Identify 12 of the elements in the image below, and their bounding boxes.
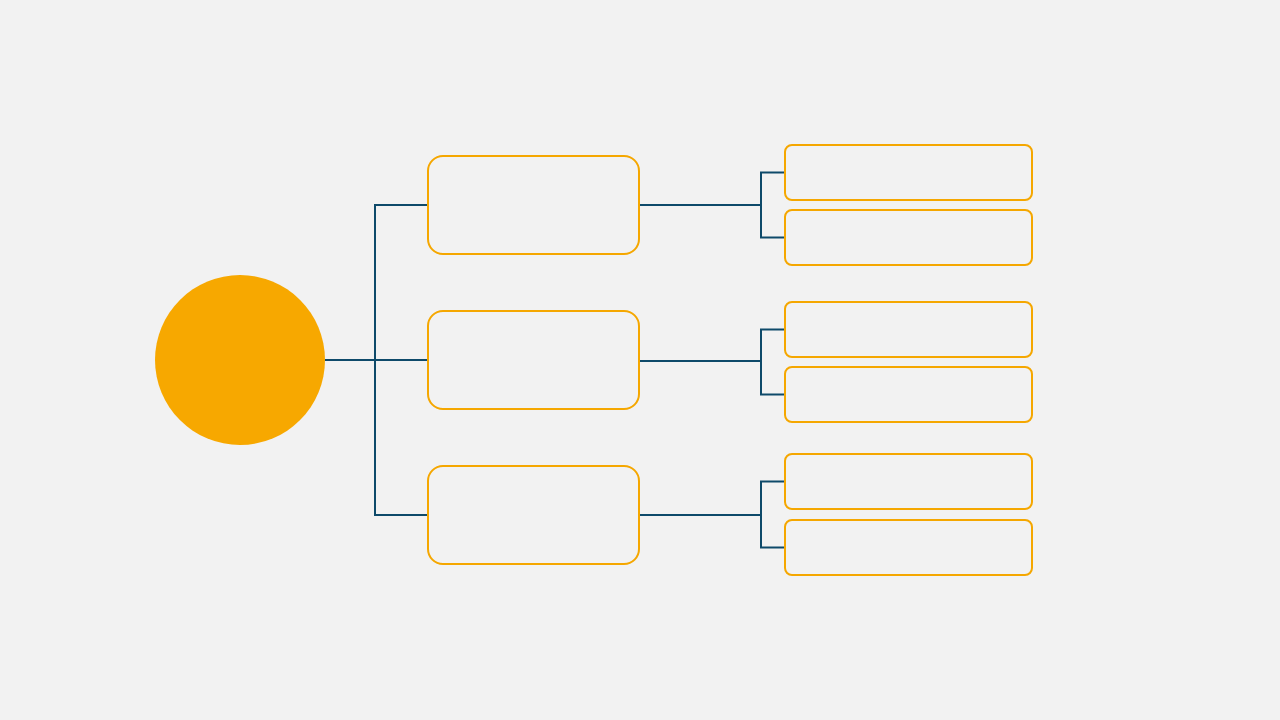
- rounded-box: [427, 465, 640, 565]
- rounded-box: [784, 453, 1033, 510]
- connector-line: [639, 204, 785, 239]
- rounded-box: [427, 310, 640, 410]
- connector-line: [639, 514, 785, 549]
- rounded-box: [784, 301, 1033, 358]
- rounded-box: [427, 155, 640, 255]
- connector-line: [639, 360, 785, 396]
- rounded-box: [784, 366, 1033, 423]
- rounded-box: [784, 209, 1033, 266]
- rounded-box: [784, 144, 1033, 201]
- rounded-box: [784, 519, 1033, 576]
